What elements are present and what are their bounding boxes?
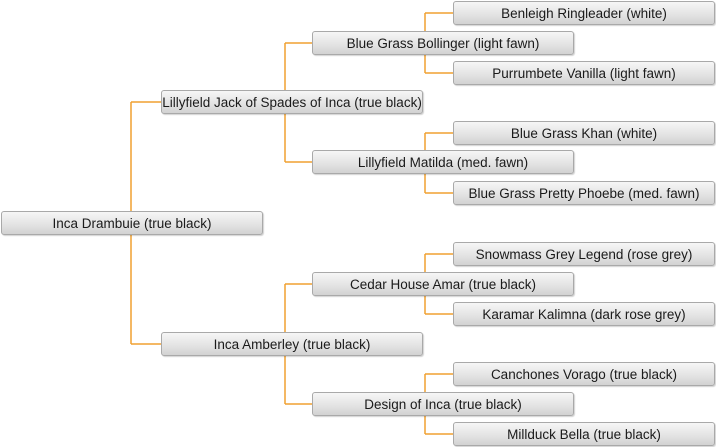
node-ss-dam-label: Purrumbete Vanilla (light fawn) — [492, 65, 676, 81]
node-sire-dam: Lillyfield Matilda (med. fawn) — [312, 150, 574, 174]
node-dam: Inca Amberley (true black) — [161, 332, 423, 356]
node-dd-sire-label: Canchones Vorago (true black) — [490, 366, 678, 382]
node-dam-sire-label: Cedar House Amar (true black) — [349, 276, 537, 292]
node-subject-label: Inca Drambuie (true black) — [52, 215, 212, 231]
node-ds-sire-label: Snowmass Grey Legend (rose grey) — [475, 246, 693, 262]
node-sire-dam-label: Lillyfield Matilda (med. fawn) — [357, 154, 529, 170]
node-ds-dam-label: Karamar Kalimna (dark rose grey) — [482, 306, 686, 322]
node-dd-dam: Millduck Bella (true black) — [453, 422, 715, 446]
node-dam-dam: Design of Inca (true black) — [312, 392, 574, 416]
node-sire-sire-label: Blue Grass Bollinger (light fawn) — [346, 35, 540, 51]
node-dam-sire: Cedar House Amar (true black) — [312, 272, 574, 296]
node-dd-sire: Canchones Vorago (true black) — [453, 362, 715, 386]
node-ds-dam: Karamar Kalimna (dark rose grey) — [453, 302, 715, 326]
node-ds-sire: Snowmass Grey Legend (rose grey) — [453, 242, 715, 266]
node-dd-dam-label: Millduck Bella (true black) — [507, 426, 661, 442]
node-ss-sire-label: Benleigh Ringleader (white) — [501, 5, 667, 21]
node-sd-dam-label: Blue Grass Pretty Phoebe (med. fawn) — [468, 185, 700, 201]
node-dam-label: Inca Amberley (true black) — [213, 336, 371, 352]
node-sd-sire-label: Blue Grass Khan (white) — [510, 125, 658, 141]
node-subject: Inca Drambuie (true black) — [1, 211, 263, 235]
node-ss-dam: Purrumbete Vanilla (light fawn) — [453, 61, 715, 85]
node-sire-label: Lillyfield Jack of Spades of Inca (true … — [162, 94, 422, 110]
node-sd-dam: Blue Grass Pretty Phoebe (med. fawn) — [453, 181, 715, 205]
node-sd-sire: Blue Grass Khan (white) — [453, 121, 715, 145]
node-sire: Lillyfield Jack of Spades of Inca (true … — [161, 90, 423, 114]
node-sire-sire: Blue Grass Bollinger (light fawn) — [312, 31, 574, 55]
node-dam-dam-label: Design of Inca (true black) — [364, 396, 522, 412]
node-ss-sire: Benleigh Ringleader (white) — [453, 1, 715, 25]
